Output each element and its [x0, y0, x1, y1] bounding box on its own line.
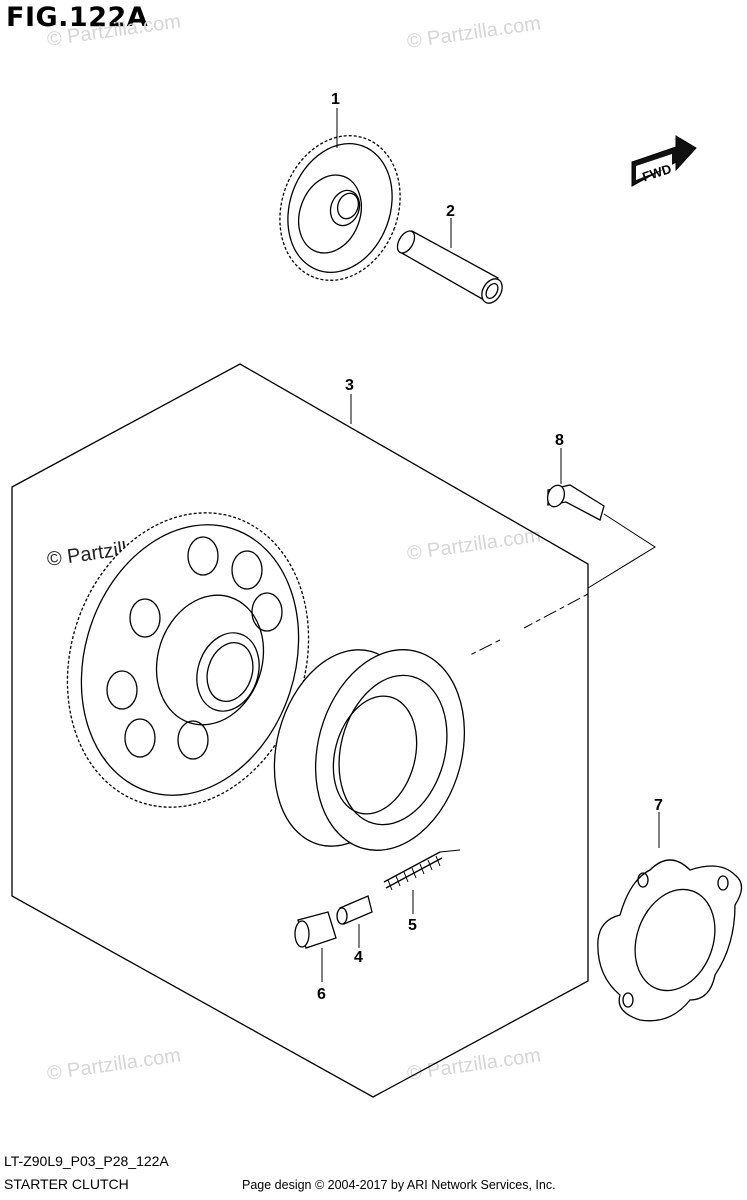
copyright-notice: Page design © 2004-2017 by ARI Network S… [242, 1178, 556, 1192]
callout-4: 4 [354, 949, 363, 966]
leader-lines [321, 108, 660, 982]
starter-gear-icon [66, 512, 310, 808]
watermark-text: © Partzilla.com [406, 12, 543, 53]
one-way-clutch-icon [273, 649, 466, 851]
roller-4-icon [336, 895, 373, 925]
callout-1: 1 [331, 91, 340, 108]
bolt-8-icon [546, 484, 605, 521]
watermark-text: © Partzilla.com [406, 1044, 543, 1085]
callout-6: 6 [317, 986, 326, 1003]
figure-name: STARTER CLUTCH [4, 1176, 129, 1192]
figure-title: FIG.122A [6, 2, 149, 33]
gear-1-icon [279, 135, 401, 281]
spring-5-icon [383, 851, 443, 891]
callout-5: 5 [408, 917, 417, 934]
watermark-text: © Partzilla.com [406, 524, 543, 565]
callout-2: 2 [446, 203, 455, 220]
watermark-text: © Partzilla.com [46, 1044, 183, 1085]
cap-6-icon [294, 911, 337, 949]
callout-3: 3 [345, 377, 354, 394]
figure-code: LT-Z90L9_P03_P28_122A [4, 1153, 169, 1169]
shaft-2-icon [396, 230, 503, 304]
assembly-3-outline [11, 363, 589, 1098]
callout-numbers: 1 2 3 4 5 6 7 8 [317, 91, 663, 1003]
fwd-arrow-icon: FWD [631, 135, 697, 187]
callout-7: 7 [654, 797, 663, 814]
washer-plate-7-icon [597, 859, 743, 1022]
callout-8: 8 [555, 432, 564, 449]
watermark-text: © Partzilla.com [46, 10, 183, 51]
